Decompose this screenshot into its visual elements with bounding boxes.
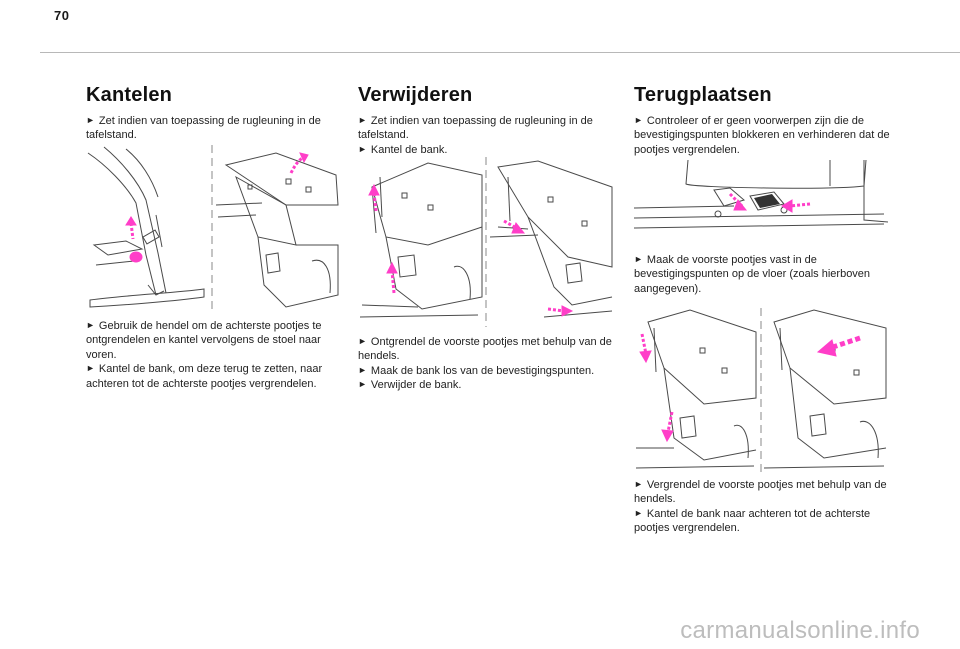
bullet-arrow-icon: ► — [634, 507, 643, 518]
bullet-arrow-icon: ► — [358, 364, 367, 375]
step-text: Zet indien van toepassing de rugleuning … — [358, 115, 593, 142]
step-text: Vergrendel de voorste pootjes met behulp… — [634, 479, 887, 506]
section-title: Terugplaatsen — [634, 84, 772, 106]
step-list: ►Vergrendel de voorste pootjes met behul… — [634, 478, 896, 536]
section-title: Verwijderen — [358, 84, 473, 106]
section-verwijderen: Verwijderen ►Zet indien van toepassing d… — [358, 84, 620, 157]
bullet-arrow-icon: ► — [634, 115, 643, 125]
step-item: ►Vergrendel de voorste pootjes met behul… — [634, 478, 896, 507]
section-terugplaatsen: Terugplaatsen ►Controleer of er geen voo… — [634, 84, 896, 157]
section-title: Kantelen — [86, 84, 173, 106]
bullet-arrow-icon: ► — [358, 336, 367, 346]
step-item: ►Zet indien van toepassing de rugleuning… — [358, 114, 620, 143]
step-text: Zet indien van toepassing de rugleuning … — [86, 115, 321, 142]
step-item: ►Controleer of er geen voorwerpen zijn d… — [634, 114, 896, 157]
figure-anchor-points — [634, 160, 888, 240]
step-list: ►Zet indien van toepassing de rugleuning… — [86, 114, 348, 143]
watermark-text: carmanualsonline.info — [680, 617, 920, 644]
step-text: Maak de bank los van de bevestigingspunt… — [370, 364, 595, 377]
section-kantelen: Kantelen ►Zet indien van toepassing de r… — [86, 84, 348, 143]
bullet-arrow-icon: ► — [358, 115, 367, 125]
step-text: Kantel de bank, om deze terug te zetten,… — [86, 363, 323, 390]
header-divider — [40, 52, 960, 53]
seat-removal-illustration — [359, 157, 613, 327]
step-list: ►Gebruik de hendel om de achterste pootj… — [86, 319, 348, 391]
seat-refit-illustration — [635, 308, 887, 472]
terugplaatsen-instructions-b: ►Vergrendel de voorste pootjes met behul… — [634, 478, 896, 536]
step-text: Controleer of er geen voorwerpen zijn di… — [634, 115, 890, 156]
step-item: ►Zet indien van toepassing de rugleuning… — [86, 114, 348, 143]
bullet-arrow-icon: ► — [86, 363, 95, 374]
step-list: ►Controleer of er geen voorwerpen zijn d… — [634, 114, 896, 157]
figure-verwijderen — [358, 157, 614, 327]
figure-kantelen — [86, 145, 341, 310]
step-list: ►Ontgrendel de voorste pootjes met behul… — [358, 335, 620, 393]
bullet-arrow-icon: ► — [634, 254, 643, 264]
step-item: ►Maak de bank los van de bevestigingspun… — [358, 364, 620, 378]
step-item: ►Kantel de bank, om deze terug te zetten… — [86, 362, 348, 391]
step-text: Gebruik de hendel om de achterste pootje… — [86, 320, 322, 361]
verwijderen-instructions: ►Ontgrendel de voorste pootjes met behul… — [358, 335, 620, 393]
step-item: ►Kantel de bank naar achteren tot de ach… — [634, 507, 896, 536]
step-item: ►Verwijder de bank. — [358, 378, 620, 392]
step-text: Kantel de bank. — [370, 143, 448, 156]
step-list: ►Zet indien van toepassing de rugleuning… — [358, 114, 620, 157]
step-text: Ontgrendel de voorste pootjes met behulp… — [358, 336, 612, 363]
step-item: ►Kantel de bank. — [358, 143, 620, 157]
seat-tilt-illustration — [87, 145, 339, 310]
bullet-arrow-icon: ► — [358, 379, 367, 390]
step-item: ►Maak de voorste pootjes vast in de beve… — [634, 253, 896, 296]
bullet-arrow-icon: ► — [86, 115, 95, 125]
step-item: ►Ontgrendel de voorste pootjes met behul… — [358, 335, 620, 364]
step-text: Maak de voorste pootjes vast in de beves… — [634, 254, 871, 295]
step-list: ►Maak de voorste pootjes vast in de beve… — [634, 253, 896, 296]
bullet-arrow-icon: ► — [86, 320, 95, 330]
step-text: Kantel de bank naar achteren tot de acht… — [634, 507, 871, 535]
page-number: 70 — [54, 8, 70, 23]
bullet-arrow-icon: ► — [358, 143, 367, 154]
kantelen-instructions: ►Gebruik de hendel om de achterste pootj… — [86, 319, 348, 391]
terugplaatsen-instructions-a: ►Maak de voorste pootjes vast in de beve… — [634, 253, 896, 296]
figure-terugplaatsen — [634, 308, 888, 472]
bullet-arrow-icon: ► — [634, 479, 643, 489]
step-text: Verwijder de bank. — [370, 379, 462, 392]
step-item: ►Gebruik de hendel om de achterste pootj… — [86, 319, 348, 362]
floor-anchor-illustration — [634, 160, 888, 229]
